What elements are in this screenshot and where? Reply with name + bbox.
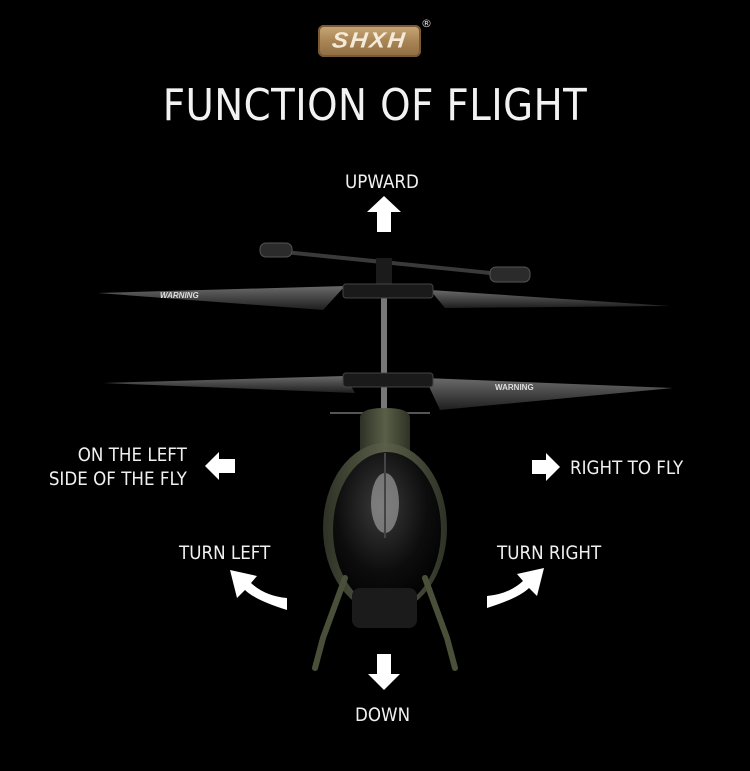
label-turn-left: TURN LEFT	[179, 542, 271, 564]
label-upward: UPWARD	[345, 171, 419, 193]
brand-logo: SHXH	[318, 25, 421, 57]
arrow-left-icon	[205, 452, 235, 480]
label-left-line1: ON THE LEFT	[77, 444, 187, 466]
label-right-to-fly: RIGHT TO FLY	[570, 457, 684, 479]
curved-arrow-left-icon	[230, 570, 287, 610]
arrow-down-icon	[368, 654, 400, 690]
curved-arrow-right-icon	[487, 568, 544, 608]
page-title: FUNCTION OF FLIGHT	[162, 80, 588, 131]
blade-warning-text: WARNING	[160, 291, 199, 300]
label-turn-right: TURN RIGHT	[497, 542, 602, 564]
registered-mark: ®	[421, 17, 432, 30]
label-left-line2: SIDE OF THE FLY	[49, 468, 187, 490]
helicopter-image: WARNING WARNING	[98, 242, 673, 671]
svg-text:WARNING: WARNING	[495, 383, 534, 392]
label-down: DOWN	[355, 704, 411, 726]
arrow-right-icon	[532, 453, 560, 481]
logo-text: SHXH	[330, 28, 409, 53]
label-left-side: ON THE LEFT SIDE OF THE FLY	[49, 443, 187, 491]
arrow-up-icon	[367, 196, 401, 232]
